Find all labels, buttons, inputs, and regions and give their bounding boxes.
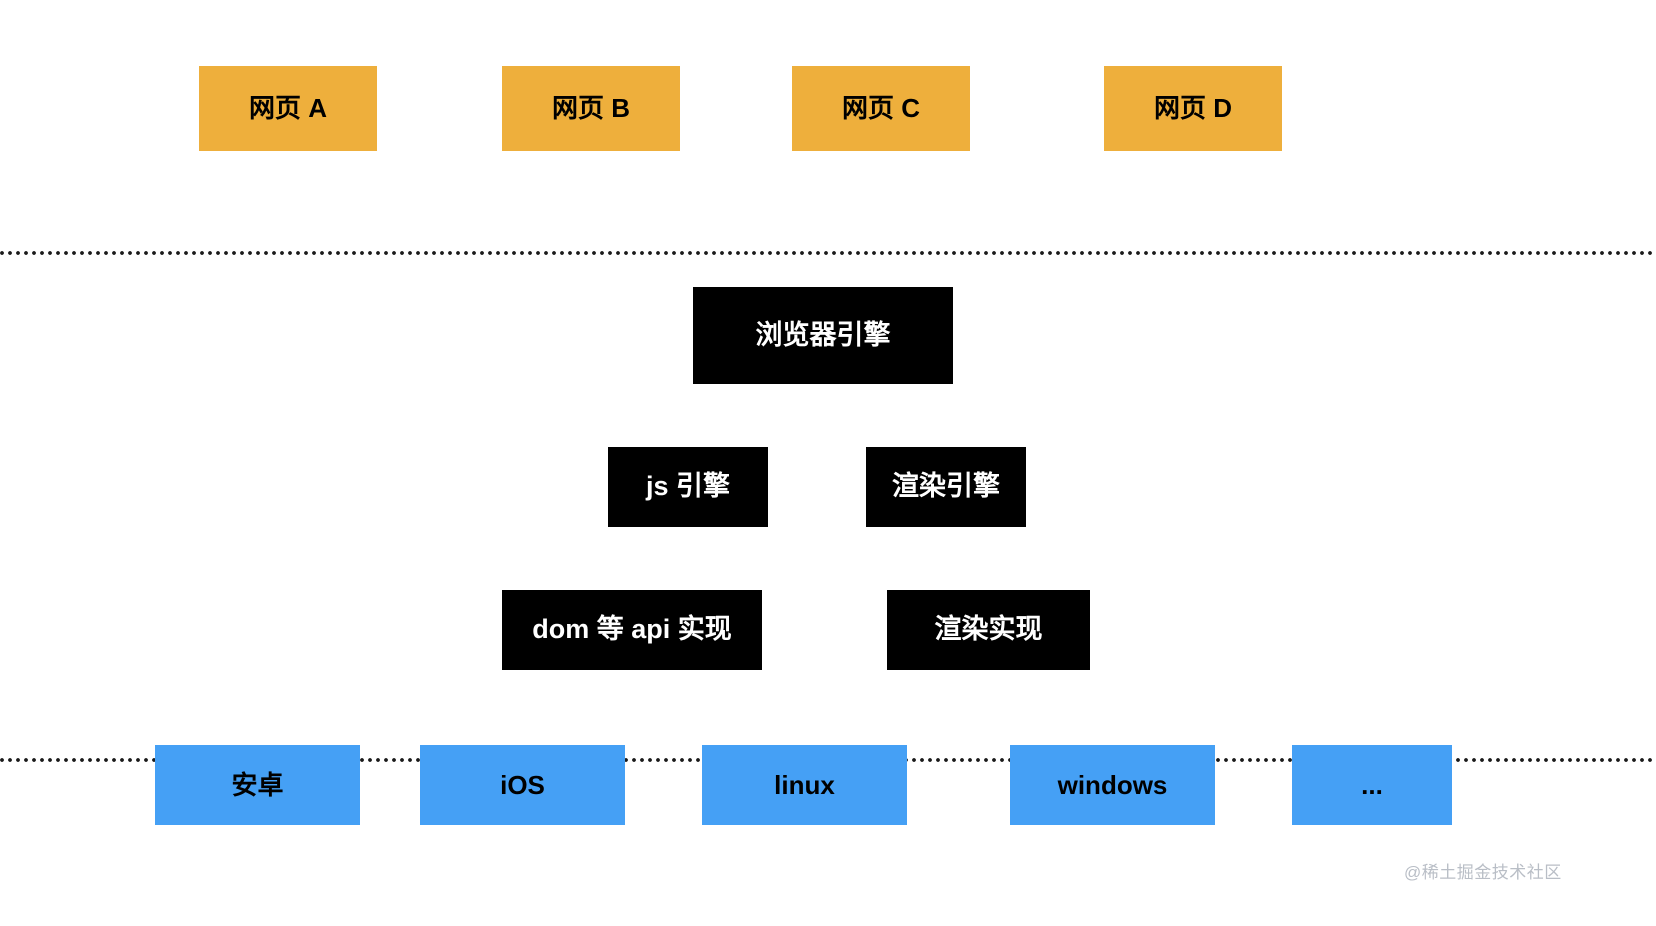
js-engine-box[interactable]: js 引擎 <box>608 447 768 527</box>
page-box-c[interactable]: 网页 C <box>792 66 970 151</box>
os-box-linux[interactable]: linux <box>702 745 907 825</box>
render-engine-box[interactable]: 渲染引擎 <box>866 447 1026 527</box>
render-impl-box[interactable]: 渲染实现 <box>887 590 1090 670</box>
os-box-more[interactable]: ... <box>1292 745 1452 825</box>
watermark: @稀土掘金技术社区 <box>1404 863 1562 882</box>
page-box-b[interactable]: 网页 B <box>502 66 680 151</box>
page-box-a[interactable]: 网页 A <box>199 66 377 151</box>
page-box-d[interactable]: 网页 D <box>1104 66 1282 151</box>
divider-top <box>0 251 1656 255</box>
os-box-ios[interactable]: iOS <box>420 745 625 825</box>
browser-engine-box[interactable]: 浏览器引擎 <box>693 287 953 384</box>
dom-api-impl-box[interactable]: dom 等 api 实现 <box>502 590 762 670</box>
os-box-android[interactable]: 安卓 <box>155 745 360 825</box>
os-box-windows[interactable]: windows <box>1010 745 1215 825</box>
